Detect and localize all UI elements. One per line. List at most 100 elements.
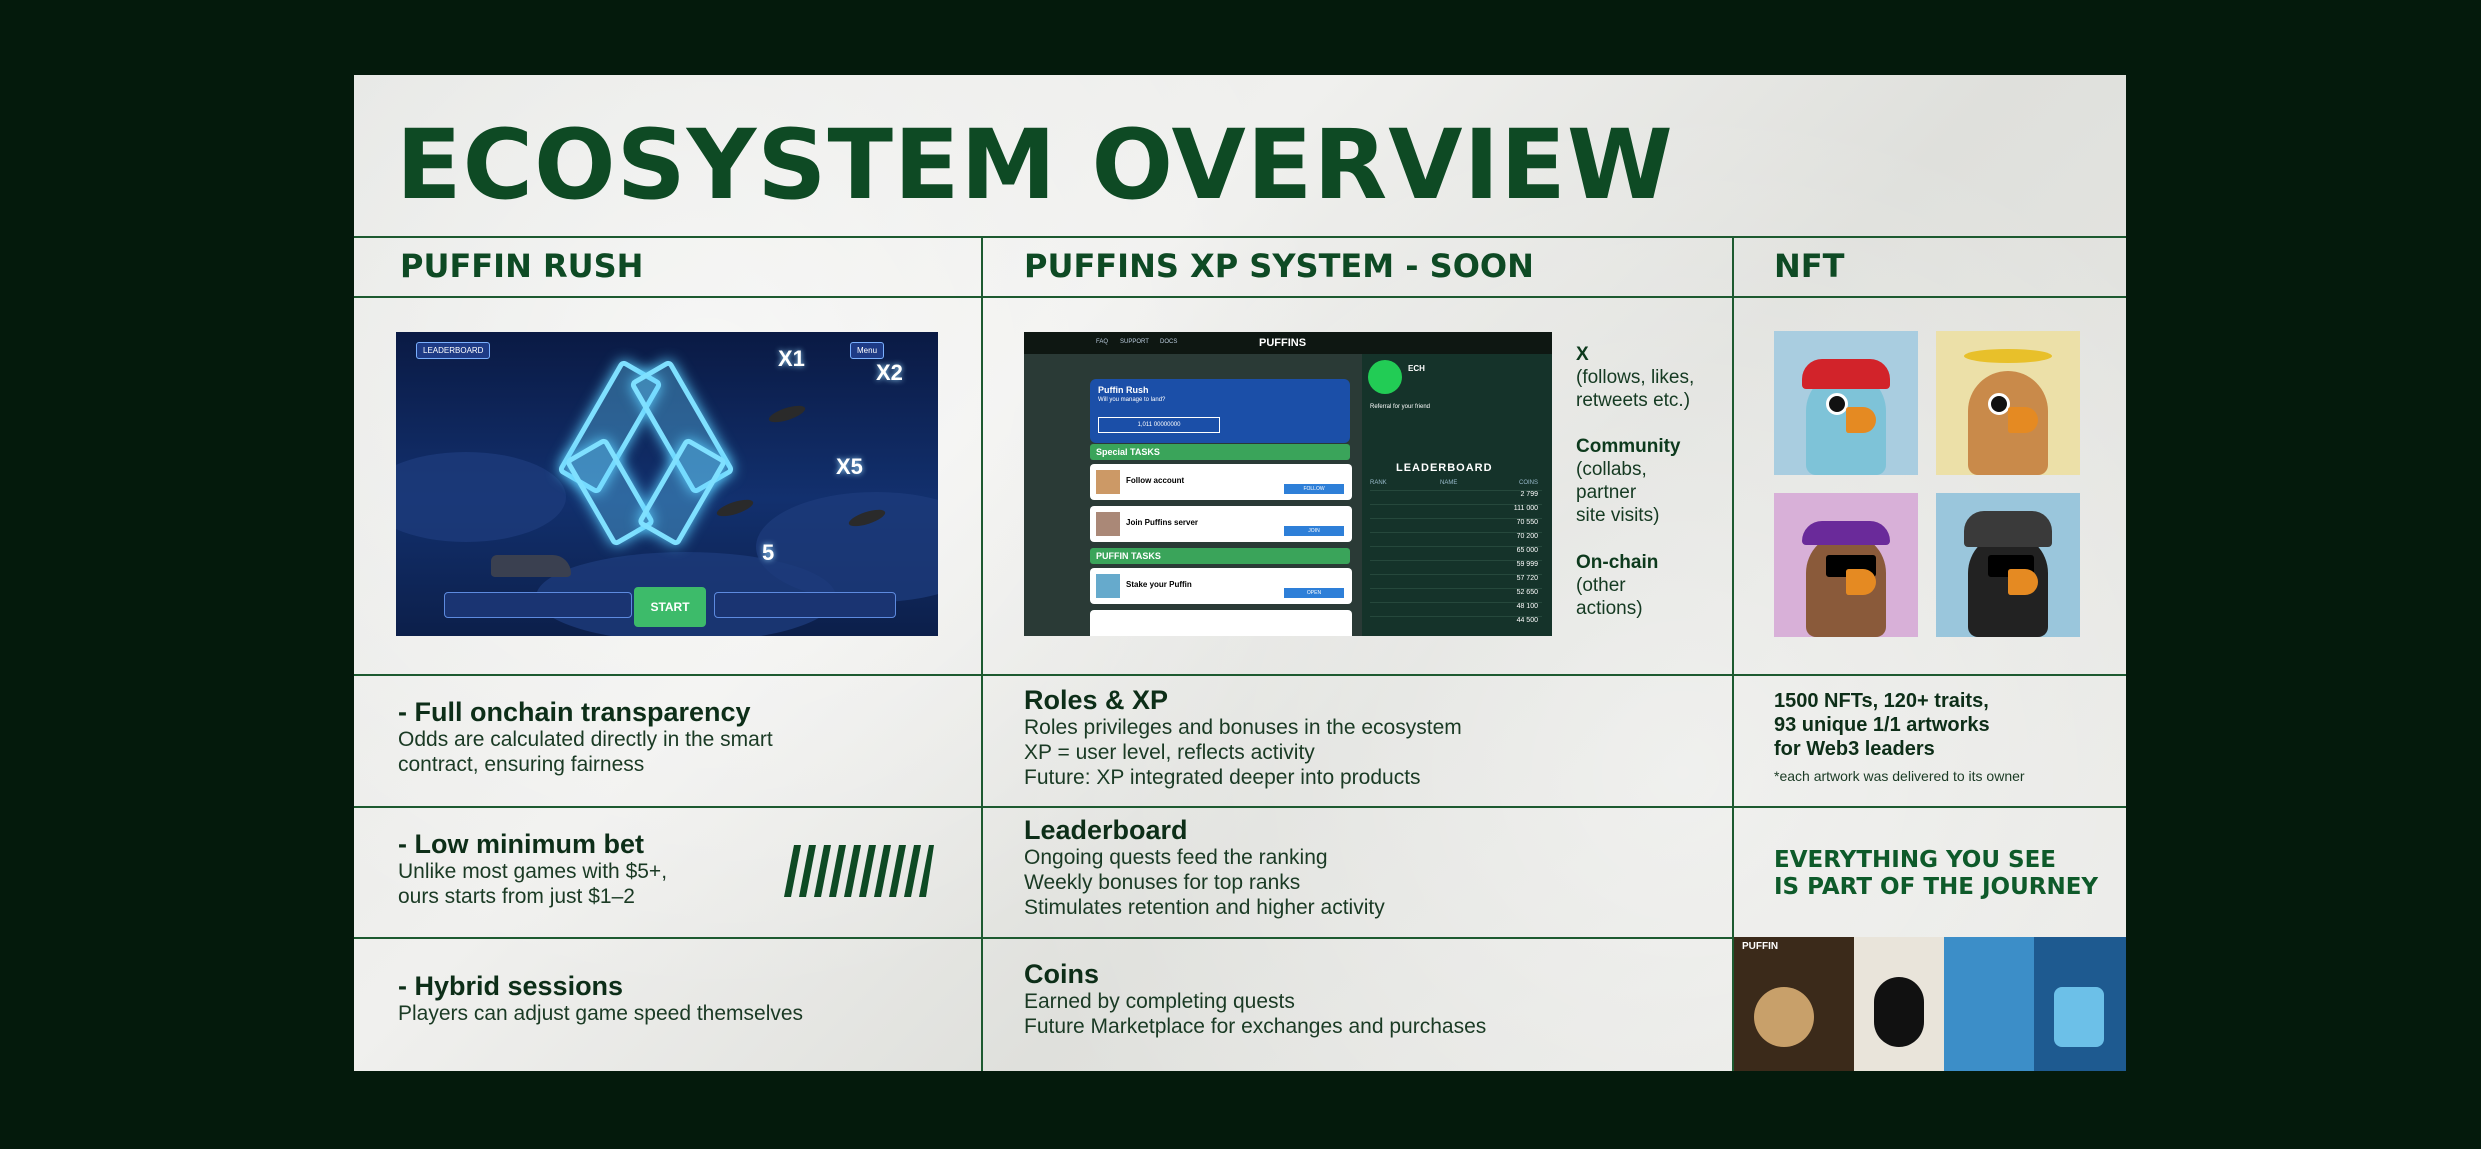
- journey-line: EVERYTHING YOU SEE: [1774, 847, 2057, 873]
- xp-source-line: (other: [1576, 575, 1626, 596]
- collage-ice: [2054, 987, 2104, 1047]
- xp-source-onchain: On-chain (other actions): [1576, 551, 1658, 620]
- feature-line: Future Marketplace for exchanges and pur…: [1024, 1015, 1487, 1038]
- col-coins: COINS: [1518, 480, 1538, 486]
- feature-heading: Coins: [1024, 959, 1100, 989]
- leaderboard-row: 111 000: [1370, 504, 1542, 517]
- feature-line: XP = user level, reflects activity: [1024, 741, 1315, 764]
- task-card[interactable]: Join Puffins server JOIN: [1090, 506, 1352, 542]
- feature-line: Earned by completing quests: [1024, 990, 1295, 1013]
- rush-card-title: Puffin Rush: [1098, 385, 1149, 395]
- collage-label: PUFFIN: [1742, 941, 1779, 952]
- stripes-decoration: [784, 845, 934, 897]
- beak-shape: [1846, 569, 1876, 595]
- avatar: [1368, 360, 1402, 394]
- feature-line: Unlike most games with $5+,: [398, 860, 668, 883]
- beak-shape: [2008, 569, 2038, 595]
- puffin-rush-screenshot: X1 X2 X5 5 LEADERBOARD Menu START: [396, 332, 938, 636]
- collage-puffin: [1874, 977, 1924, 1047]
- column-header-rush: PUFFIN RUSH: [400, 247, 644, 285]
- cloud-shape: [396, 452, 566, 542]
- feature-text: Roles privileges and bonuses in the ecos…: [1024, 715, 1462, 790]
- divider: [981, 236, 983, 1071]
- nft-puffin-red-cap: [1774, 331, 1918, 475]
- leaderboard-coins: 57 720: [1516, 575, 1538, 582]
- bet-stats-bar: [444, 592, 632, 618]
- puffin-tasks-header: PUFFIN TASKS: [1090, 548, 1350, 564]
- xp-source-line: site visits): [1576, 505, 1660, 526]
- xp-system-screenshot: FAQ SUPPORT DOCS PUFFINS Puffin Rush Wil…: [1024, 332, 1552, 636]
- feature-line: Stimulates retention and higher activity: [1024, 896, 1385, 919]
- col-rank: RANK: [1370, 480, 1387, 486]
- task-title: Stake your Puffin: [1126, 580, 1192, 589]
- feature-line: Odds are calculated directly in the smar…: [398, 728, 773, 751]
- xp-source-line: (collabs,: [1576, 459, 1647, 480]
- special-tasks-header: Special TASKS: [1090, 444, 1350, 460]
- rush-card-subtitle: Will you manage to land?: [1098, 397, 1166, 403]
- feature-text: Ongoing quests feed the ranking Weekly b…: [1024, 845, 1385, 920]
- feature-line: Future: XP integrated deeper into produc…: [1024, 766, 1421, 789]
- divider: [354, 674, 2126, 676]
- leaderboard-coins: 65 000: [1516, 547, 1538, 554]
- leaderboard-coins: 59 999: [1516, 561, 1538, 568]
- task-card[interactable]: [1090, 610, 1352, 636]
- leaderboard-row: 52 650: [1370, 588, 1542, 601]
- nav-faq[interactable]: FAQ: [1096, 339, 1109, 345]
- puffin-bird-icon: [715, 496, 755, 520]
- eye-shape: [1988, 393, 2010, 415]
- feature-text: Odds are calculated directly in the smar…: [398, 727, 773, 777]
- feature-heading: Roles & XP: [1024, 685, 1169, 715]
- leaderboard-row: 70 550: [1370, 518, 1542, 531]
- bandana-shape: [1802, 521, 1890, 545]
- menu-button[interactable]: Menu: [850, 342, 885, 359]
- leaderboard-coins: 70 550: [1516, 519, 1538, 526]
- column-header-nft: NFT: [1774, 247, 1845, 285]
- nav-docs[interactable]: DOCS: [1160, 339, 1178, 345]
- follow-button[interactable]: FOLLOW: [1284, 484, 1344, 494]
- xp-source-community: Community (collabs, partner site visits): [1576, 435, 1681, 527]
- nft-puffin-giraffe: [1936, 331, 2080, 475]
- multiplier-label: X1: [778, 346, 805, 371]
- logo-glyph: [636, 436, 728, 548]
- leaderboard-coins: 70 200: [1516, 533, 1538, 540]
- leaderboard-row: 59 999: [1370, 560, 1542, 573]
- task-card[interactable]: Stake your Puffin OPEN: [1090, 568, 1352, 604]
- feature-heading: - Full onchain transparency: [398, 697, 751, 727]
- nft-puffin-fur-hat: [1936, 493, 2080, 637]
- logo-glyph: [564, 436, 656, 548]
- task-avatar: [1096, 574, 1120, 598]
- start-button[interactable]: START: [634, 587, 706, 627]
- open-button[interactable]: OPEN: [1284, 588, 1344, 598]
- user-name: ECH: [1408, 364, 1425, 373]
- nav-support[interactable]: SUPPORT: [1120, 339, 1149, 345]
- puffin-collage: PUFFIN: [1734, 937, 2126, 1071]
- xp-source-line: (follows, likes,: [1576, 367, 1695, 388]
- nft-line: for Web3 leaders: [1774, 738, 1935, 760]
- leaderboard-coins: 2 799: [1520, 491, 1538, 498]
- eye-shape: [1826, 393, 1848, 415]
- multiplier-label: 5: [762, 540, 775, 565]
- xp-source-head: On-chain: [1576, 552, 1659, 573]
- referral-text: Referral for your friend: [1370, 404, 1431, 410]
- nft-note: *each artwork was delivered to its owner: [1774, 768, 2025, 784]
- task-card[interactable]: Follow account FOLLOW: [1090, 464, 1352, 500]
- join-button[interactable]: JOIN: [1284, 526, 1344, 536]
- feature-line: Players can adjust game speed themselves: [398, 1002, 804, 1025]
- task-title: Join Puffins server: [1126, 518, 1199, 527]
- leaderboard-button[interactable]: LEADERBOARD: [416, 342, 491, 359]
- leaderboard-row: 2 799: [1370, 490, 1542, 503]
- xp-source-line: retweets etc.): [1576, 390, 1691, 411]
- multiplier-label: X5: [836, 454, 863, 479]
- nft-puffin-bandana: [1774, 493, 1918, 637]
- halo-shape: [1964, 349, 2052, 363]
- xp-source-head: Community: [1576, 436, 1681, 457]
- divider: [354, 806, 2126, 808]
- rush-card[interactable]: Puffin Rush Will you manage to land? 1,0…: [1090, 379, 1350, 443]
- profile-leaderboard-panel: ECH Referral for your friend: [1362, 354, 1552, 636]
- col-name: NAME: [1440, 480, 1458, 486]
- feature-line: Ongoing quests feed the ranking: [1024, 846, 1328, 869]
- feature-heading: - Hybrid sessions: [398, 971, 624, 1001]
- feature-line: contract, ensuring fairness: [398, 753, 645, 776]
- column-header-xp: PUFFINS XP SYSTEM - SOON: [1024, 247, 1534, 285]
- feature-text: Players can adjust game speed themselves: [398, 1001, 803, 1026]
